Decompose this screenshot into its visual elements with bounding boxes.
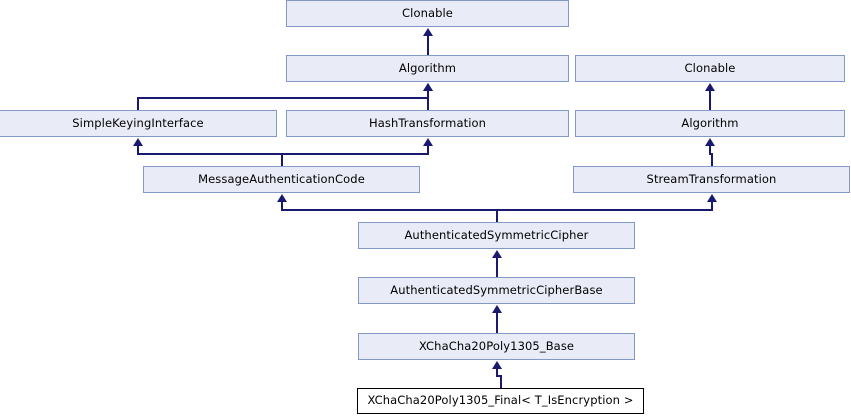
inheritance-edge-algorithm_right-to-clonable_right (705, 83, 715, 110)
inheritance-edge-mac-to-simplekeying (133, 138, 283, 166)
inheritance-edge-xchacha_base-to-authsymcipherbase (492, 305, 502, 333)
class-node-label: StreamTransformation (646, 171, 777, 186)
inheritance-edge-authsymcipher-to-streamtransform (496, 194, 717, 222)
inheritance-arrow-icon (277, 194, 287, 202)
inheritance-arrow-icon (133, 138, 143, 146)
class-node-label: HashTransformation (368, 115, 487, 130)
inheritance-arrow-icon (423, 28, 433, 36)
inheritance-arrow-icon (705, 138, 715, 146)
class-node-xchacha_base[interactable]: XChaCha20Poly1305_Base (358, 333, 635, 360)
inheritance-edge-authsymcipherbase-to-authsymcipher (492, 250, 502, 277)
inheritance-arrow-icon (707, 194, 717, 202)
inheritance-arrow-icon (492, 361, 502, 369)
inheritance-edge-hashtransform-to-algorithm_mid (423, 83, 433, 110)
class-node-label: MessageAuthenticationCode (198, 171, 365, 186)
inheritance-edge-authsymcipher-to-mac (277, 194, 498, 222)
class-node-xchacha_final[interactable]: XChaCha20Poly1305_Final< T_IsEncryption … (357, 388, 644, 414)
class-node-label: SimpleKeyingInterface (72, 115, 204, 130)
class-node-algorithm_right[interactable]: Algorithm (575, 110, 845, 137)
inheritance-arrow-icon (492, 305, 502, 313)
inheritance-arrow-icon (423, 138, 433, 146)
inheritance-arrow-icon (423, 83, 433, 91)
class-node-algorithm_mid[interactable]: Algorithm (286, 55, 569, 82)
class-node-mac[interactable]: MessageAuthenticationCode (143, 166, 420, 193)
class-node-label: AuthenticatedSymmetricCipher (404, 227, 589, 242)
class-node-label: XChaCha20Poly1305_Final< T_IsEncryption … (367, 393, 634, 408)
inheritance-edge-xchacha_final-to-xchacha_base (492, 361, 502, 388)
class-node-label: Clonable (684, 60, 736, 75)
class-node-authsymcipherbase[interactable]: AuthenticatedSymmetricCipherBase (358, 277, 635, 304)
class-node-clonable_right[interactable]: Clonable (575, 55, 845, 82)
class-node-authsymcipher[interactable]: AuthenticatedSymmetricCipher (358, 222, 635, 249)
inheritance-arrow-icon (492, 250, 502, 258)
inheritance-arrow-icon (423, 83, 433, 91)
class-node-simplekeying[interactable]: SimpleKeyingInterface (0, 110, 277, 137)
inheritance-edge-streamtransform-to-algorithm_right (705, 138, 715, 166)
class-node-streamtransform[interactable]: StreamTransformation (573, 166, 850, 193)
class-node-label: AuthenticatedSymmetricCipherBase (390, 282, 603, 297)
inheritance-edge-algorithm_mid-to-clonable_top (423, 28, 433, 55)
inheritance-arrow-icon (705, 83, 715, 91)
class-node-label: Clonable (402, 5, 453, 20)
class-node-label: Algorithm (398, 60, 457, 75)
class-node-label: XChaCha20Poly1305_Base (418, 338, 575, 353)
class-node-hashtransform[interactable]: HashTransformation (286, 110, 569, 137)
inheritance-edge-mac-to-hashtransform (281, 138, 433, 166)
class-node-label: Algorithm (681, 115, 739, 130)
inheritance-edge-simplekeying-to-algorithm_mid (137, 83, 433, 110)
class-node-clonable_top[interactable]: Clonable (286, 0, 569, 27)
